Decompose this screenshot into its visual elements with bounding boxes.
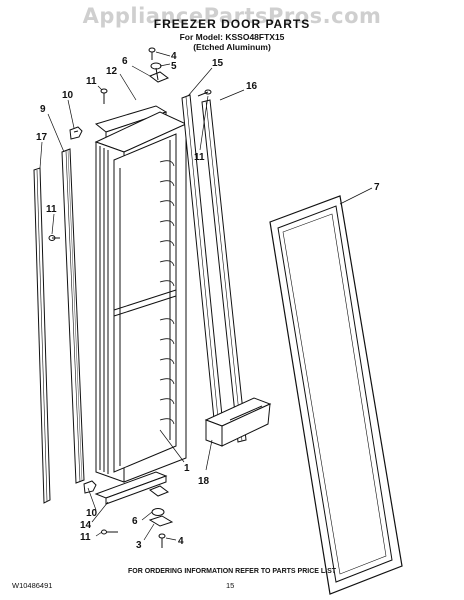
callout-labels: 4 5 6 12 11 10 9 17 11 15 16 11 7 1 18 1…	[36, 51, 380, 551]
part-1-door-assembly	[94, 111, 188, 483]
callout-10-bottom: 10	[86, 508, 98, 519]
callout-11-top: 11	[86, 76, 97, 87]
finish-line: (Etched Aluminum)	[193, 42, 271, 52]
part-15-side-trim	[181, 94, 223, 420]
callout-7: 7	[374, 182, 380, 193]
callout-12: 12	[106, 66, 118, 77]
callout-6-bottom: 6	[132, 516, 138, 527]
watermark: AppliancePartsPros.com	[82, 4, 382, 28]
screw-11-bottom	[101, 529, 118, 535]
callout-18: 18	[198, 476, 210, 487]
page-number: 15	[226, 581, 235, 590]
bottom-hinge-hardware	[148, 485, 174, 548]
document-number: W10486491	[12, 581, 53, 590]
model-line: For Model: KSSO48FTX15	[179, 32, 285, 42]
page-title: FREEZER DOOR PARTS	[153, 17, 311, 31]
callout-6-top: 6	[122, 56, 128, 67]
part-7-door-panel	[269, 195, 403, 595]
callout-3: 3	[136, 540, 142, 551]
screw-11-right	[197, 89, 212, 97]
callout-4-top: 4	[171, 51, 177, 62]
screw-11-top	[100, 88, 108, 104]
callout-16: 16	[246, 81, 258, 92]
callout-9: 9	[40, 104, 46, 115]
part-10-bottom-hinge-cam	[83, 480, 97, 494]
part-17-gasket-strip	[33, 167, 51, 504]
part-16-long-trim	[201, 99, 247, 443]
part-18-handle-bin	[204, 397, 272, 447]
callout-15: 15	[212, 58, 224, 69]
callout-leader-lines	[39, 51, 373, 541]
callout-11-left: 11	[46, 204, 57, 215]
door-shelf-ribs	[159, 160, 175, 425]
callout-11-bottom: 11	[80, 532, 91, 543]
screw-11-left	[48, 235, 60, 241]
callout-10-top: 10	[62, 90, 74, 101]
part-10-top-hinge-cam	[69, 126, 83, 140]
part-9-trim-strip	[61, 148, 85, 484]
callout-1: 1	[184, 463, 190, 474]
model-info: For Model: KSSO48FTX15 (Etched Aluminum)	[0, 32, 464, 52]
callout-17: 17	[36, 132, 48, 143]
callout-11-right: 11	[194, 152, 205, 163]
ordering-info: FOR ORDERING INFORMATION REFER TO PARTS …	[127, 568, 337, 575]
callout-4-bottom: 4	[178, 536, 184, 547]
part-14-bottom-bracket	[94, 471, 168, 505]
callout-5: 5	[171, 61, 177, 72]
callout-14: 14	[80, 520, 92, 531]
